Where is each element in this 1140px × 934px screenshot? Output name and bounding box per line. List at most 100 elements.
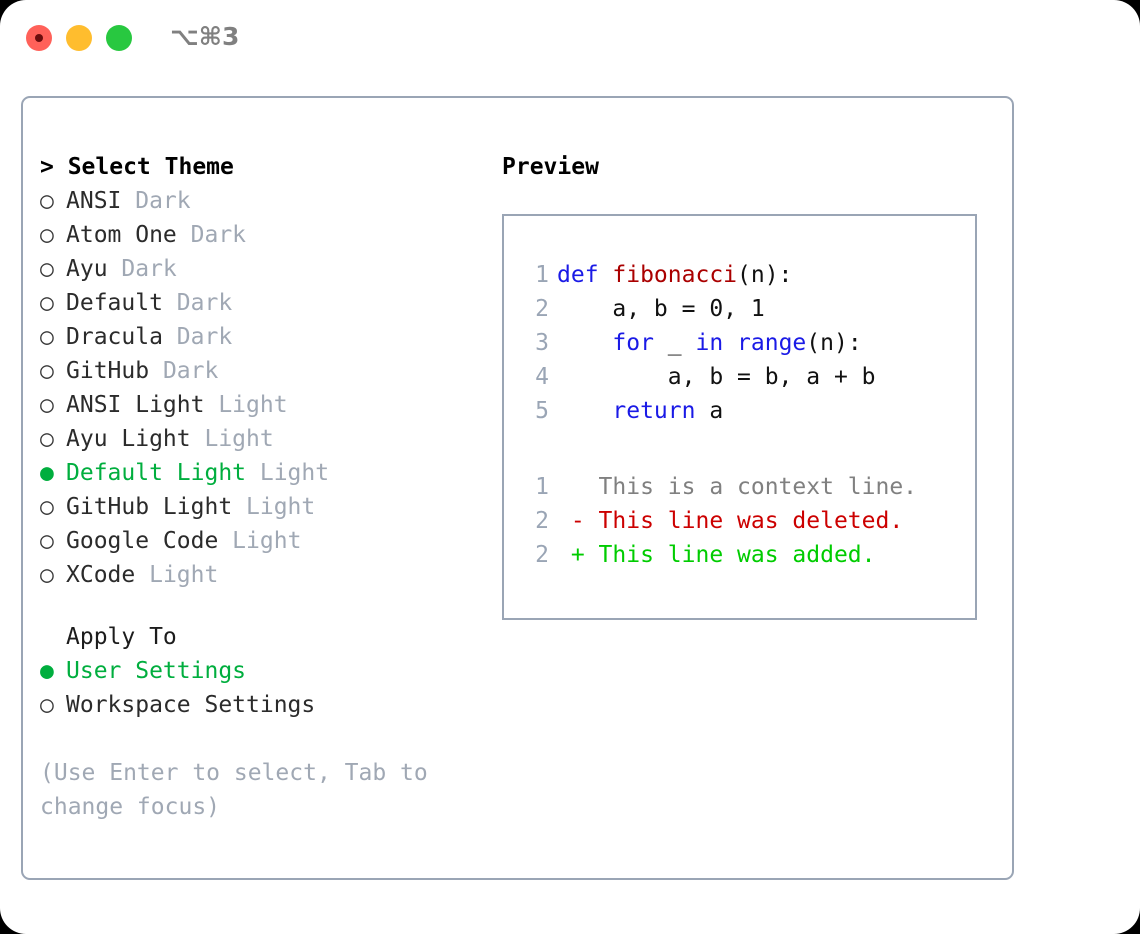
code-token: (n): bbox=[806, 330, 862, 356]
theme-name: XCode bbox=[66, 562, 136, 588]
code-token: a, b = b, a + b bbox=[557, 364, 876, 390]
preview-heading: Preview bbox=[502, 154, 599, 180]
code-token: fibonacci bbox=[612, 262, 738, 288]
code-line-number: 5 bbox=[535, 398, 549, 424]
diff-line-text: - This line was deleted. bbox=[557, 508, 904, 534]
code-token bbox=[723, 330, 737, 356]
theme-category-label: Light bbox=[190, 426, 274, 452]
theme-list-item[interactable]: ○ Ayu Light Light bbox=[40, 422, 470, 456]
theme-list: ○ANSI Dark○Atom One Dark○Ayu Dark○Defaul… bbox=[40, 184, 470, 592]
code-line-number: 2 bbox=[535, 296, 549, 322]
code-line: 4 a, b = b, a + b bbox=[523, 360, 969, 394]
theme-list-item[interactable]: ○ ANSI Light Light bbox=[40, 388, 470, 422]
theme-name: Ayu Light bbox=[66, 426, 191, 452]
radio-selected-icon: ● bbox=[40, 460, 54, 486]
theme-name: GitHub bbox=[66, 358, 150, 384]
radio-unselected-icon: ○ bbox=[40, 562, 54, 588]
title-bar: ⌥⌘3 bbox=[0, 0, 1140, 78]
code-token: a, b = 0, 1 bbox=[557, 296, 765, 322]
radio-unselected-icon: ○ bbox=[40, 256, 54, 282]
code-token: in bbox=[695, 330, 724, 356]
code-token bbox=[557, 330, 612, 356]
theme-name: ANSI bbox=[66, 188, 122, 214]
theme-category-label: Light bbox=[232, 494, 316, 520]
diff-line-text: This is a context line. bbox=[557, 474, 918, 500]
code-token: (n): bbox=[737, 262, 793, 288]
code-diff-spacer bbox=[523, 428, 969, 470]
radio-unselected-icon: ○ bbox=[40, 324, 54, 350]
theme-category-label: Light bbox=[246, 460, 330, 486]
theme-category-label: Light bbox=[135, 562, 219, 588]
theme-category-label: Light bbox=[204, 392, 288, 418]
code-line: 5 return a bbox=[523, 394, 969, 428]
theme-category-label: Light bbox=[218, 528, 302, 554]
radio-unselected-icon: ○ bbox=[40, 222, 54, 248]
code-line-number: 1 bbox=[535, 262, 549, 288]
diff-lines: 1 This is a context line.2 - This line w… bbox=[523, 470, 969, 572]
code-token: return bbox=[612, 398, 696, 424]
diff-line: 2 - This line was deleted. bbox=[523, 504, 969, 538]
theme-list-item[interactable]: ○ANSI Dark bbox=[40, 184, 470, 218]
apply-to-item[interactable]: ● User Settings bbox=[40, 654, 470, 688]
code-line: 3 for _ in range(n): bbox=[523, 326, 969, 360]
theme-name: Dracula bbox=[66, 324, 163, 350]
code-token: range bbox=[737, 330, 807, 356]
theme-category-label: Dark bbox=[121, 188, 191, 214]
radio-unselected-icon: ○ bbox=[40, 358, 54, 384]
theme-list-item[interactable]: ○ GitHub Light Light bbox=[40, 490, 470, 524]
theme-category-label: Dark bbox=[176, 222, 247, 248]
diff-line: 1 This is a context line. bbox=[523, 470, 969, 504]
theme-name: GitHub Light bbox=[66, 494, 233, 520]
apply-to-item[interactable]: ○ Workspace Settings bbox=[40, 688, 470, 722]
apply-to-label: Workspace Settings bbox=[66, 692, 316, 718]
theme-category-label: Dark bbox=[162, 290, 233, 316]
theme-list-item[interactable]: ○ Default Dark bbox=[40, 286, 470, 320]
theme-name: Default bbox=[66, 290, 163, 316]
diff-line-number: 1 bbox=[535, 474, 549, 500]
keyboard-hint-text: (Use Enter to select, Tab to change focu… bbox=[40, 760, 428, 820]
code-line: 2 a, b = 0, 1 bbox=[523, 292, 969, 326]
recording-indicator-icon bbox=[35, 34, 43, 42]
theme-name: Atom One bbox=[66, 222, 177, 248]
radio-unselected-icon: ○ bbox=[40, 528, 54, 554]
theme-name: ANSI Light bbox=[66, 392, 205, 418]
theme-list-item[interactable]: ○Dracula Dark bbox=[40, 320, 470, 354]
theme-name: Ayu bbox=[66, 256, 108, 282]
theme-category-label: Dark bbox=[149, 358, 219, 384]
code-token bbox=[557, 398, 612, 424]
code-token: a bbox=[695, 398, 724, 424]
theme-category-label: Dark bbox=[107, 256, 177, 282]
code-line-number: 3 bbox=[535, 330, 549, 356]
radio-unselected-icon: ○ bbox=[40, 692, 54, 718]
theme-list-item[interactable]: ○ Ayu Dark bbox=[40, 252, 470, 286]
diff-line-text: + This line was added. bbox=[557, 542, 876, 568]
theme-list-column: > Select Theme ○ANSI Dark○Atom One Dark○… bbox=[40, 150, 470, 824]
select-theme-heading: > Select Theme bbox=[40, 154, 234, 180]
radio-selected-icon: ● bbox=[40, 658, 54, 684]
apply-to-label: User Settings bbox=[66, 658, 247, 684]
theme-list-item[interactable]: ● Default Light Light bbox=[40, 456, 470, 490]
radio-unselected-icon: ○ bbox=[40, 426, 54, 452]
theme-name: Google Code bbox=[66, 528, 219, 554]
minimize-button-icon[interactable] bbox=[66, 25, 92, 51]
theme-list-item[interactable]: ○ GitHub Dark bbox=[40, 354, 470, 388]
maximize-button-icon[interactable] bbox=[106, 25, 132, 51]
keyboard-shortcut-label: ⌥⌘3 bbox=[170, 22, 240, 51]
radio-unselected-icon: ○ bbox=[40, 494, 54, 520]
radio-unselected-icon: ○ bbox=[40, 290, 54, 316]
theme-list-item[interactable]: ○ Atom One Dark bbox=[40, 218, 470, 252]
apply-to-heading: Apply To bbox=[66, 624, 177, 650]
code-line-number: 4 bbox=[535, 364, 549, 390]
theme-list-item[interactable]: ○ Google Code Light bbox=[40, 524, 470, 558]
radio-unselected-icon: ○ bbox=[40, 392, 54, 418]
diff-line-number: 2 bbox=[535, 508, 549, 534]
apply-to-list: ● User Settings ○ Workspace Settings bbox=[40, 654, 470, 722]
diff-line: 2 + This line was added. bbox=[523, 538, 969, 572]
theme-name: Default Light bbox=[66, 460, 247, 486]
theme-list-item[interactable]: ○ XCode Light bbox=[40, 558, 470, 592]
